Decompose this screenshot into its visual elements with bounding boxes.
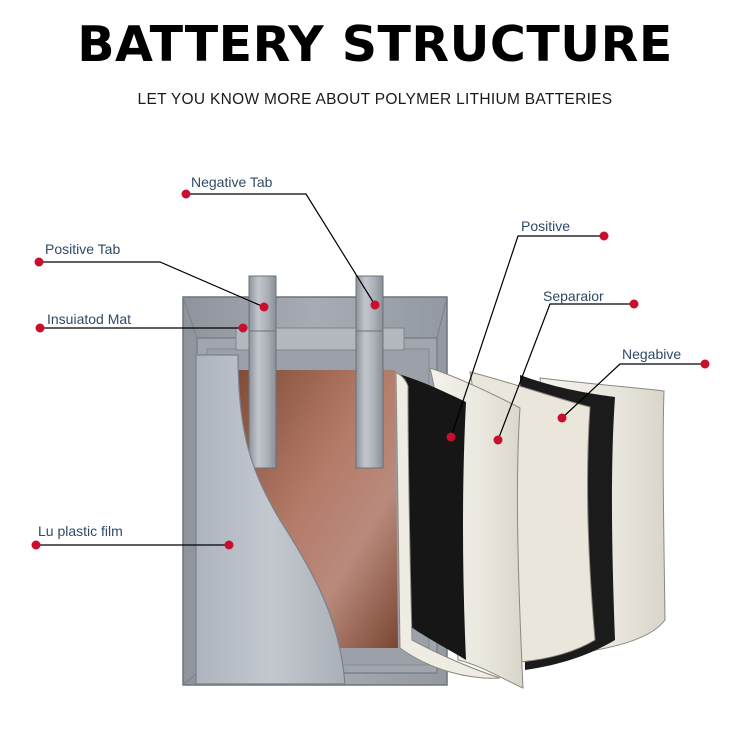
label-negative: Negabive (622, 346, 681, 362)
leader-negative (561, 363, 705, 419)
marker-negative-tab-start (181, 189, 191, 199)
label-negative-tab: Negative Tab (191, 174, 273, 190)
marker-positive-end (446, 432, 456, 442)
marker-positive-start (599, 231, 609, 241)
marker-separator-end (493, 435, 503, 445)
marker-insulated-mat-start (35, 323, 45, 333)
leader-positive (450, 235, 604, 438)
leader-lines (36, 193, 705, 546)
label-separator: Separaior (543, 288, 604, 304)
page-subtitle: LET YOU KNOW MORE ABOUT POLYMER LITHIUM … (137, 91, 613, 108)
lu-plastic-film-shape (195, 354, 346, 685)
marker-negative-end (557, 413, 567, 423)
label-insulated-mat: Insuiatod Mat (47, 311, 131, 327)
page-title: BATTERY STRUCTURE (77, 16, 673, 73)
marker-lu-plastic-film-start (31, 540, 41, 550)
leader-separator (497, 303, 634, 441)
marker-insulated-mat-end (238, 323, 248, 333)
leader-negative-tab (186, 193, 376, 306)
label-positive-tab: Positive Tab (45, 241, 120, 257)
marker-negative-tab-end (370, 300, 380, 310)
leader-positive-tab (39, 261, 265, 308)
positive-layer-shape (398, 374, 466, 660)
label-positive: Positive (521, 218, 570, 234)
label-markers (31, 189, 710, 550)
marker-positive-tab-end (259, 302, 269, 312)
marker-lu-plastic-film-end (224, 540, 234, 550)
marker-positive-tab-start (34, 257, 44, 267)
front-separator-wrap (385, 369, 501, 679)
marker-negative-start (700, 359, 710, 369)
label-lu-plastic-film: Lu plastic film (38, 523, 123, 539)
marker-separator-start (629, 299, 639, 309)
